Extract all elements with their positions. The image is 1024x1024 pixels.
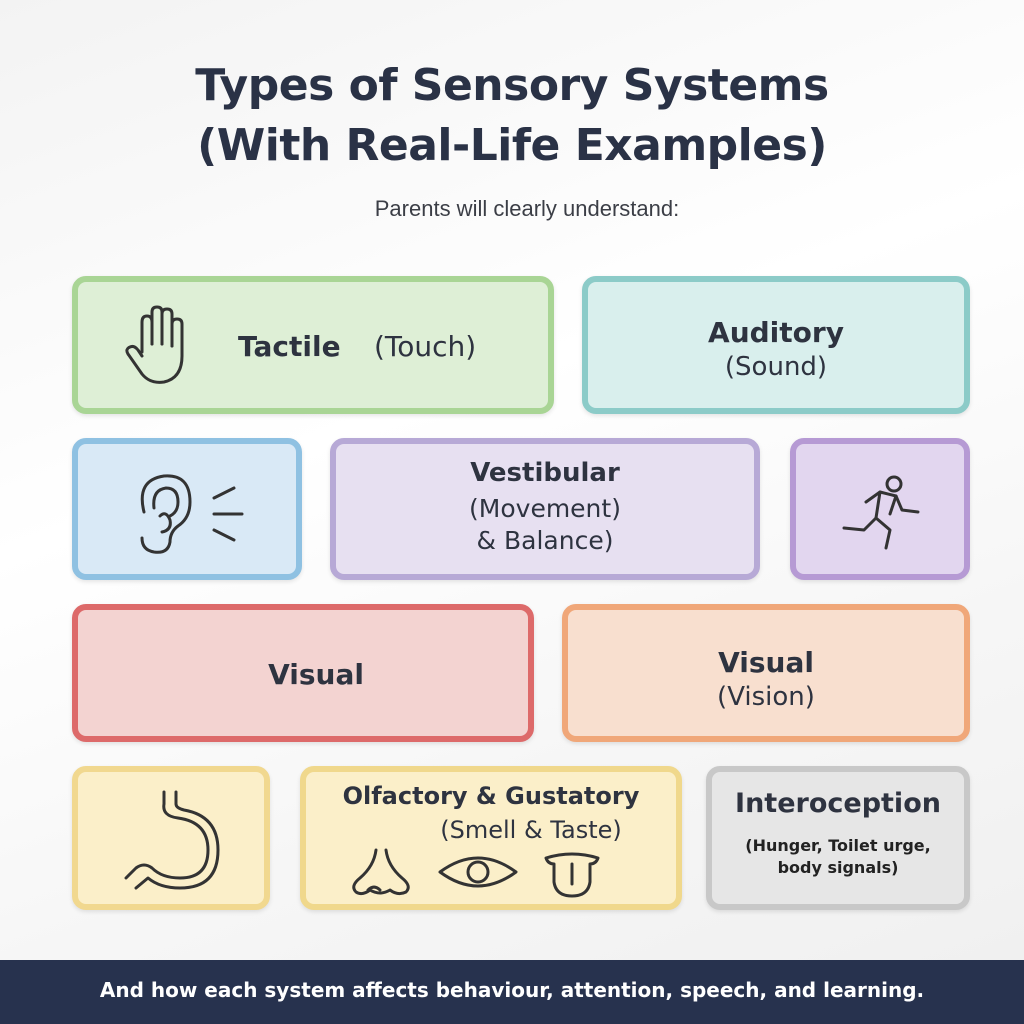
title-line-2: (With Real-Life Examples) [197, 120, 827, 171]
subtitle: Parents will clearly understand: [374, 196, 680, 221]
visual-orange-detail: (Vision) [717, 682, 815, 712]
footer-banner: And how each system affects behaviour, a… [0, 960, 1024, 1024]
tongue-icon [542, 850, 602, 900]
vestibular-detail-1: (Movement) [469, 494, 621, 523]
stomach-icon [118, 788, 228, 892]
nose-icon [346, 846, 416, 898]
card-runner [790, 438, 970, 580]
card-interoception: Interoception (Hunger, Toilet urge, body… [706, 766, 970, 910]
running-person-icon [838, 474, 928, 554]
interoception-detail-2: body signals) [777, 858, 899, 877]
interoception-detail-1: (Hunger, Toilet urge, [745, 836, 931, 855]
vestibular-label: Vestibular [470, 458, 620, 488]
hand-icon [120, 304, 200, 388]
page-title: Types of Sensory Systems (With Real-Life… [0, 56, 1024, 176]
olfactory-label: Olfactory & Gustatory [342, 782, 640, 810]
vestibular-detail-2: & Balance) [476, 526, 614, 555]
eye-icon [436, 852, 520, 892]
ear-icon [128, 468, 258, 558]
olfactory-detail: (Smell & Taste) [440, 816, 622, 844]
visual-red-label: Visual [268, 658, 364, 691]
card-auditory: Auditory (Sound) [582, 276, 970, 414]
card-vestibular: Vestibular (Movement) & Balance) [330, 438, 760, 580]
card-visual-red: Visual [72, 604, 534, 742]
interoception-label: Interoception [735, 788, 941, 819]
visual-orange-label: Visual [718, 646, 814, 679]
card-olfactory: Olfactory & Gustatory (Smell & Taste) [300, 766, 682, 910]
title-line-1: Types of Sensory Systems [195, 60, 829, 111]
tactile-label: Tactile [238, 330, 341, 363]
card-ear [72, 438, 302, 580]
auditory-detail: (Sound) [724, 352, 828, 382]
card-stomach [72, 766, 270, 910]
card-visual-orange: Visual (Vision) [562, 604, 970, 742]
tactile-detail: (Touch) [374, 330, 477, 363]
auditory-label: Auditory [708, 316, 844, 349]
card-tactile: Tactile (Touch) [72, 276, 554, 414]
